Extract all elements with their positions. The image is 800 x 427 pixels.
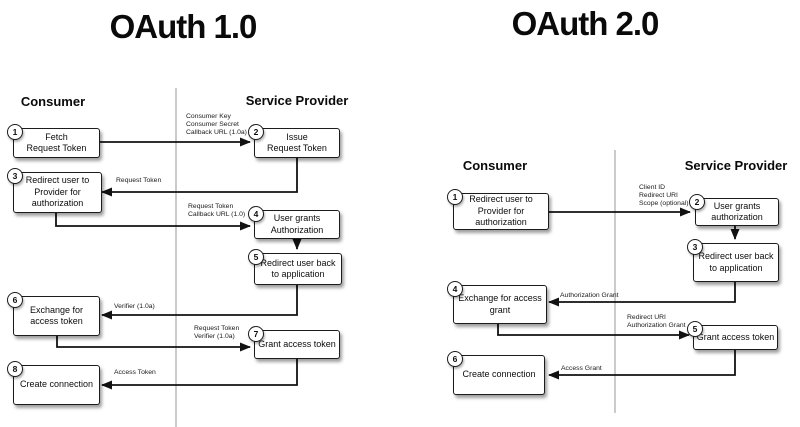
oauth2-step-1-number-badge: 1 — [447, 189, 463, 205]
oauth2-step-6-box: 6 Create connection — [447, 351, 545, 395]
oauth2-step-1-label: Redirect user to Provider for authorizat… — [469, 194, 533, 228]
oauth1-arrow-6-to-7 — [56, 335, 251, 352]
oauth2-step-4-number-badge: 4 — [447, 281, 463, 297]
oauth1-title: OAuth 1.0 — [109, 8, 258, 45]
oauth1-step-3-box: 3 Redirect user to Provider for authoriz… — [7, 168, 102, 213]
oauth1-arrow-label-2: Request Token — [116, 177, 162, 184]
oauth1-step-5-box: 5 Redirect user back to application — [248, 249, 342, 285]
oauth1-step-6-box: 6 Exchange for access token — [7, 292, 100, 336]
oauth2-step-5-label: Grant access token — [696, 331, 775, 342]
oauth1-lane-divider — [175, 88, 177, 427]
oauth1-arrow-7-to-8 — [101, 358, 298, 390]
oauth1-step-6-number-badge: 6 — [7, 292, 23, 308]
oauth1-arrow-label-6: Access Token — [114, 369, 156, 376]
oauth1-step-5-number-badge: 5 — [248, 249, 264, 265]
oauth2-arrow-4-to-5 — [497, 323, 690, 340]
oauth2-step-6-number-badge: 6 — [447, 351, 463, 367]
oauth2-step-5-number-badge: 5 — [687, 321, 703, 337]
oauth1-step-3-number-badge: 3 — [7, 168, 23, 184]
oauth1-step-1-label: Fetch Request Token — [26, 131, 87, 154]
oauth1-step-8-box: 8 Create connection — [7, 361, 100, 405]
oauth1-arrow-label-1: Consumer Key Consumer Secret Callback UR… — [186, 113, 247, 136]
oauth1-arrow-5-to-6 — [101, 284, 298, 320]
oauth1-provider-header: Service Provider — [245, 93, 349, 108]
oauth2-arrow-label-2: Authorization Grant — [560, 292, 619, 299]
oauth2-step-2-box: 2 User grants authorization — [689, 194, 779, 226]
oauth2-arrow-label-3: Redirect URI Authorization Grant — [627, 314, 686, 329]
oauth1-step-3-label: Redirect user to Provider for authorizat… — [25, 175, 90, 209]
oauth1-step-1-box: 1 Fetch Request Token — [7, 124, 100, 158]
oauth2-step-3-box: 3 Redirect user back to application — [687, 239, 779, 282]
oauth1-arrow-label-3: Request Token Callback URL (1.0) — [188, 203, 246, 218]
oauth1-step-6-label: Exchange for access token — [29, 304, 84, 327]
oauth1-step-2-number-badge: 2 — [248, 124, 264, 140]
oauth2-step-2-number-badge: 2 — [689, 194, 705, 210]
oauth2-step-5-box: 5 Grant access token — [687, 321, 778, 350]
oauth2-step-4-box: 4 Exchange for access grant — [447, 281, 547, 324]
oauth2-step-2-label: User grants authorization — [711, 200, 763, 223]
oauth2-title: OAuth 2.0 — [511, 5, 660, 42]
oauth2-step-3-label: Redirect user back to application — [698, 251, 774, 273]
oauth1-arrow-label-5: Request Token Verifier (1.0a) — [194, 325, 240, 340]
oauth1-consumer-header: Consumer — [20, 94, 86, 109]
oauth1-step-7-label: Grant access token — [258, 338, 336, 349]
oauth1-arrow-3-to-4 — [55, 212, 251, 231]
oauth1-step-4-number-badge: 4 — [248, 206, 264, 222]
oauth2-step-6-label: Create connection — [462, 369, 536, 380]
oauth2-step-1-box: 1 Redirect user to Provider for authoriz… — [447, 189, 549, 230]
oauth1-arrow-label-4: Verifier (1.0a) — [114, 303, 155, 310]
oauth1-step-7-number-badge: 7 — [248, 326, 264, 342]
oauth1-step-8-number-badge: 8 — [7, 361, 23, 377]
oauth2-arrow-3-to-4 — [548, 281, 736, 307]
oauth1-step-8-label: Create connection — [19, 379, 94, 390]
oauth1-step-1-number-badge: 1 — [7, 124, 23, 140]
oauth2-lane-divider — [614, 150, 616, 413]
oauth1-step-4-label: User grants Authorization — [270, 213, 324, 235]
oauth1-arrow-2-to-3 — [101, 158, 298, 197]
oauth1-step-7-box: 7 Grant access token — [248, 326, 340, 359]
oauth1-step-5-label: Redirect user back to application — [260, 257, 336, 280]
oauth2-arrow-label-1: Client ID Redirect URI Scope (optional) — [639, 184, 689, 207]
oauth1-step-2-label: Issue Request Token — [267, 131, 327, 154]
oauth1-step-4-box: 4 User grants Authorization — [248, 206, 340, 239]
oauth2-step-3-number-badge: 3 — [687, 239, 703, 255]
oauth2-step-4-label: Exchange for access grant — [458, 293, 542, 315]
oauth2-arrow-5-to-6 — [548, 349, 736, 380]
oauth1-step-2-box: 2 Issue Request Token — [248, 124, 340, 158]
oauth2-provider-header: Service Provider — [684, 158, 788, 173]
oauth2-consumer-header: Consumer — [462, 158, 528, 173]
oauth2-arrow-label-4: Access Grant — [561, 365, 602, 372]
